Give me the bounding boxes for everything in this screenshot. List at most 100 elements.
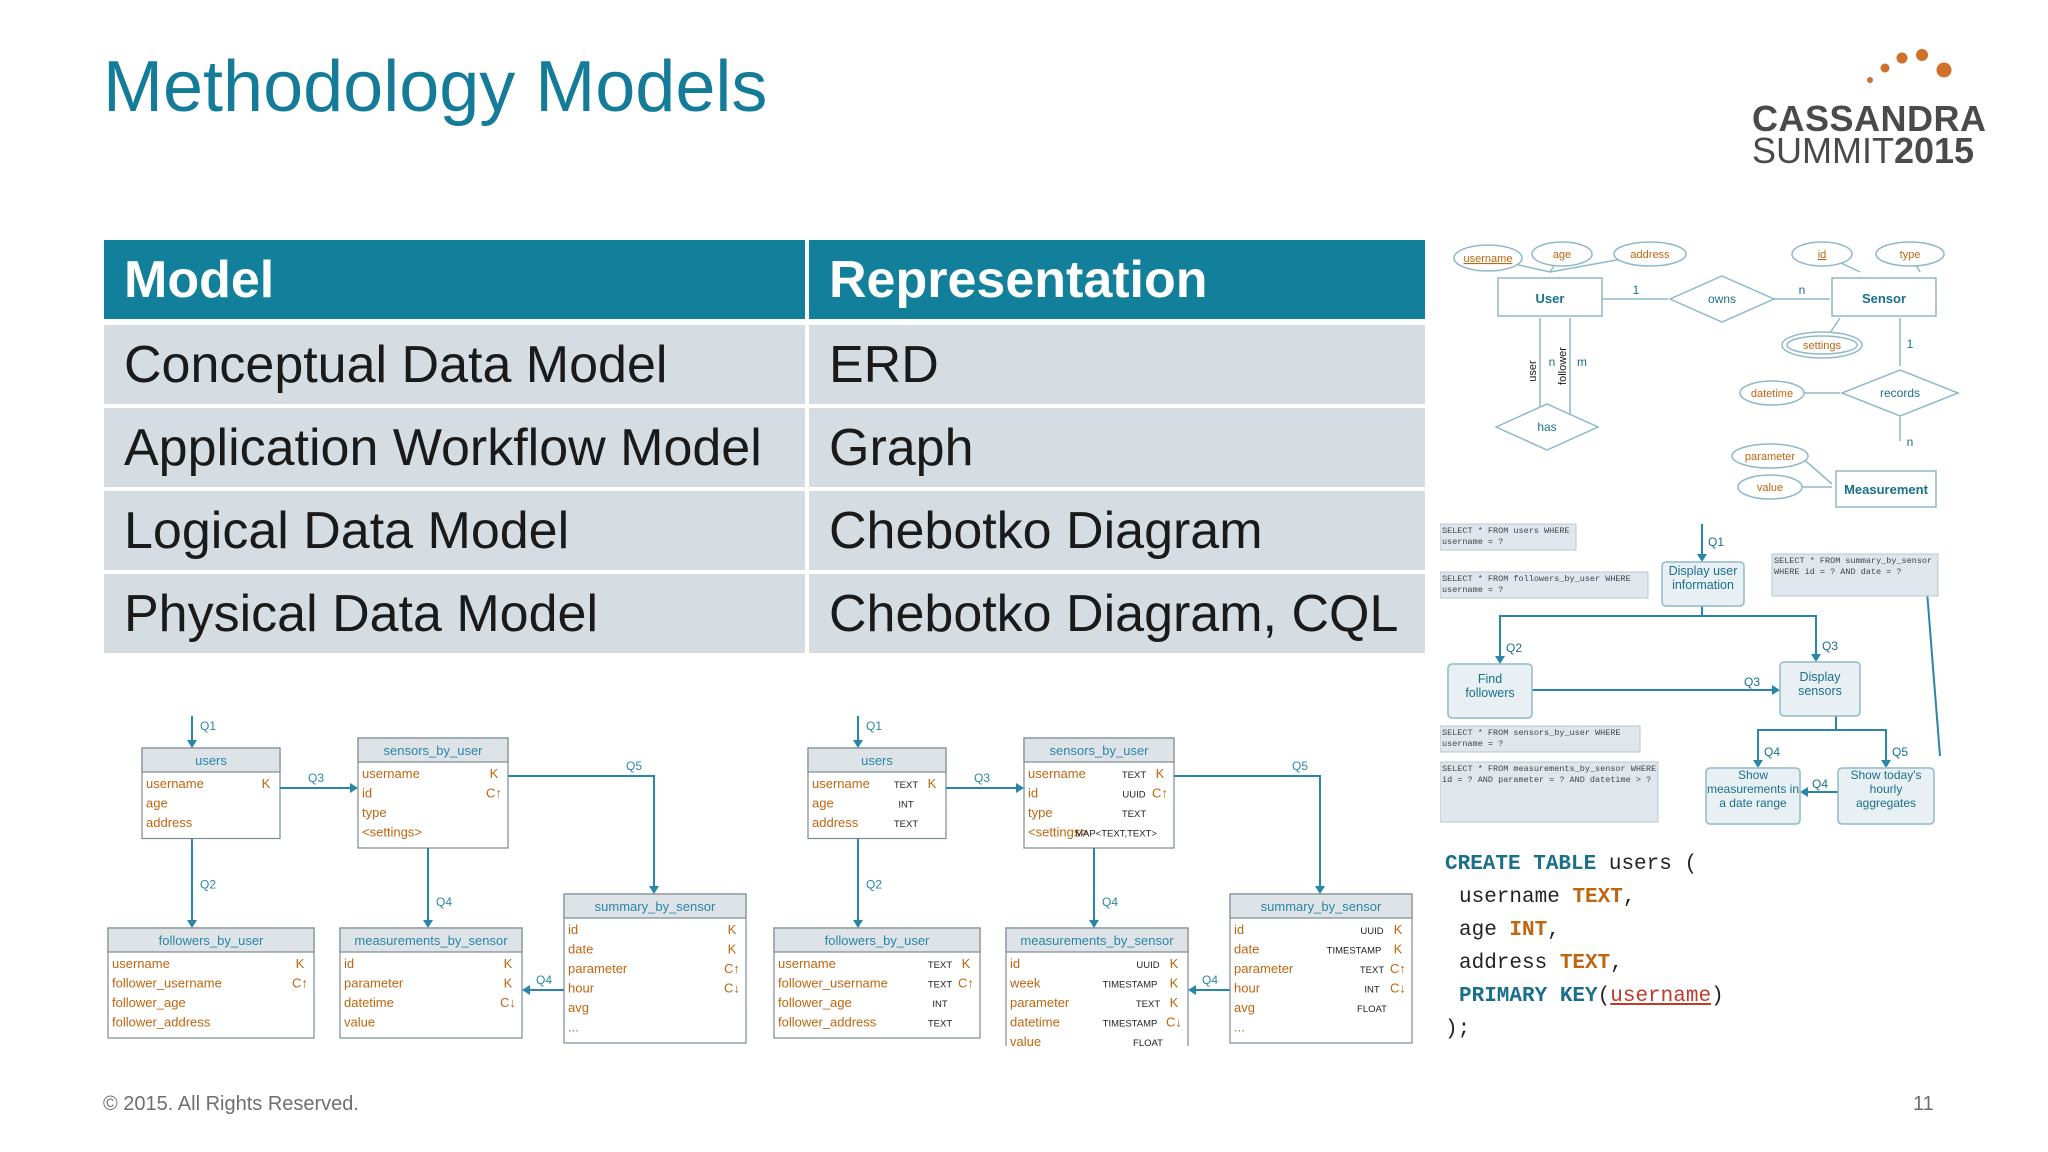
workflow-node-find-followers: Find followers xyxy=(1465,672,1515,700)
column-key: K xyxy=(504,976,513,991)
table-column: follower_address xyxy=(112,1015,211,1030)
table-column: username xyxy=(112,956,170,971)
column-type: UUID xyxy=(1360,926,1383,937)
table-header xyxy=(1229,893,1413,919)
table-header xyxy=(339,927,523,953)
table-header xyxy=(107,927,315,953)
arrowhead xyxy=(350,783,358,793)
table-column: username xyxy=(146,776,204,791)
table-header xyxy=(141,747,281,773)
table-column: username xyxy=(778,956,836,971)
table-column: id xyxy=(568,922,578,937)
workflow-label: Q4 xyxy=(1764,745,1780,759)
table-column: datetime xyxy=(344,995,394,1010)
column-type: TEXT xyxy=(928,980,952,991)
table-column: avg xyxy=(1234,1000,1255,1015)
workflow-query-q3: SELECT * FROM sensors_by_user WHERE user… xyxy=(1442,728,1621,749)
erd-rel-records: records xyxy=(1880,386,1920,400)
arrowhead xyxy=(853,920,863,928)
table-row: Logical Data Model Chebotko Diagram xyxy=(104,491,1425,570)
column-type: TEXT xyxy=(1122,770,1146,781)
query-label: Q4 xyxy=(1102,895,1118,909)
workflow-query-q4: SELECT * FROM measurements_by_sensor WHE… xyxy=(1442,764,1657,785)
query-label: Q4 xyxy=(1202,973,1218,987)
workflow-node-display-user: Display user information xyxy=(1668,564,1738,592)
column-key: K xyxy=(962,956,971,971)
column-type: INT xyxy=(898,800,914,811)
table-column: type xyxy=(1028,805,1053,820)
column-type: TEXT xyxy=(1360,965,1384,976)
table-column: hour xyxy=(1234,981,1261,996)
query-label: Q3 xyxy=(308,771,324,785)
table-name: users xyxy=(861,753,893,768)
table-column: id xyxy=(1234,922,1244,937)
column-type: TIMESTAMP xyxy=(1103,980,1158,991)
workflow-query-q1: SELECT * FROM users WHERE username = ? xyxy=(1442,526,1570,547)
column-key: K xyxy=(490,766,499,781)
query-label: Q4 xyxy=(536,973,552,987)
column-key: K xyxy=(296,956,305,971)
footer-copyright: © 2015. All Rights Reserved. xyxy=(103,1093,359,1115)
table-name: summary_by_sensor xyxy=(1261,899,1382,914)
workflow-node-show-aggregates: Show today's hourly aggregates xyxy=(1850,768,1922,810)
workflow-query-q5: SELECT * FROM summary_by_sensor WHERE id… xyxy=(1774,556,1933,577)
erd-card: n xyxy=(1799,283,1806,297)
erd-attr-id: id xyxy=(1818,249,1827,261)
table-header xyxy=(807,747,947,773)
erd-card: n xyxy=(1907,435,1914,449)
erd-role-user: user xyxy=(1527,360,1539,382)
arrowhead xyxy=(423,920,433,928)
table-column: value xyxy=(344,1015,375,1030)
workflow-label: Q1 xyxy=(1708,535,1724,549)
header-model: Model xyxy=(104,240,805,319)
table-box xyxy=(1229,893,1413,1044)
column-type: TEXT xyxy=(894,780,918,791)
page-number: 11 xyxy=(1913,1093,1934,1115)
erd-attr-age: age xyxy=(1553,249,1571,261)
table-column: hour xyxy=(568,981,595,996)
erd-rel-owns: owns xyxy=(1708,292,1736,306)
row-representation: Graph xyxy=(805,408,1425,487)
table-column: id xyxy=(1010,956,1020,971)
query-label: Q4 xyxy=(436,895,452,909)
column-key: C↑ xyxy=(1390,961,1406,976)
access-path xyxy=(508,775,655,890)
erd-card: 1 xyxy=(1907,337,1914,351)
column-key: C↑ xyxy=(1152,786,1168,801)
column-key: K xyxy=(1156,766,1165,781)
column-type: UUID xyxy=(1136,960,1159,971)
erd-attr-username: username xyxy=(1464,253,1513,265)
arrowheads xyxy=(187,740,659,995)
table-column: id xyxy=(344,956,354,971)
logo-dots-icon xyxy=(1867,49,1952,83)
erd-rel-has: has xyxy=(1537,420,1556,434)
workflow-node-show-measurements: Show measurements in a date range xyxy=(1706,768,1800,810)
table-column: username xyxy=(362,766,420,781)
arrowhead xyxy=(1188,985,1196,995)
column-type: TEXT xyxy=(894,819,918,830)
row-model: Physical Data Model xyxy=(104,574,805,653)
header-representation: Representation xyxy=(805,240,1425,319)
workflow-diagram: Display user information Find followers … xyxy=(1440,523,1941,825)
logo-line2: SUMMIT2015 xyxy=(1752,130,1975,171)
column-key: C↑ xyxy=(486,786,502,801)
erd-attr-value: value xyxy=(1757,482,1783,494)
column-type: TEXT xyxy=(1122,809,1146,820)
table-name: sensors_by_user xyxy=(1050,743,1150,758)
erd-card: 1 xyxy=(1633,283,1640,297)
column-type: TEXT xyxy=(1136,999,1160,1010)
column-type: FLOAT xyxy=(1357,1004,1387,1015)
query-label: Q5 xyxy=(626,759,642,773)
arrowhead xyxy=(187,920,197,928)
cassandra-summit-logo: CASSANDRA SUMMIT2015 xyxy=(1752,48,1986,171)
arrowheads xyxy=(853,740,1325,995)
slide-title: Methodology Models xyxy=(103,47,768,127)
logo-line1: CASSANDRA xyxy=(1752,98,1987,139)
column-type: TEXT xyxy=(928,1019,952,1030)
